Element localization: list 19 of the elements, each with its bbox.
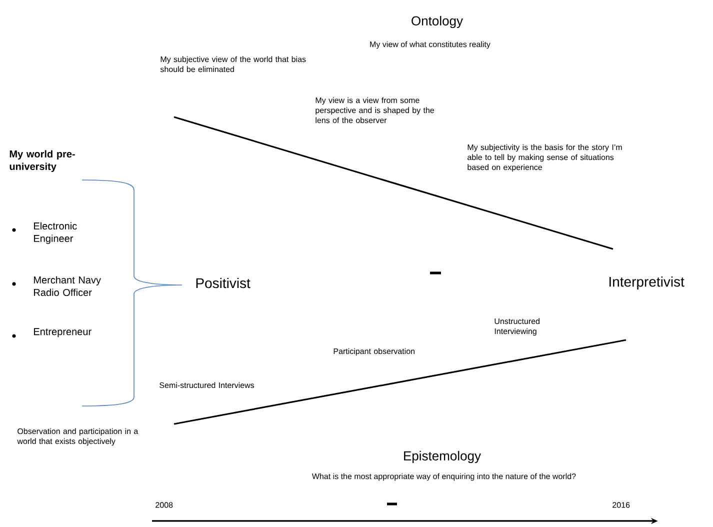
subheading: What is the most appropriate way of enquiring into the nature of the world? [312,473,576,481]
heading: Epistemology [404,450,481,464]
scale-end-label: Positivist [196,278,250,288]
scale-note: Unstructured Interviewing [494,318,540,336]
scale-note: My subjective view of the world that bias should be eliminated [160,56,306,72]
list-heading: My world pre-university [10,150,75,172]
scale-note: Semi-structured Interviews [160,382,254,388]
scale-end-label: Interpretivist [609,276,684,290]
scale-note: My view is a view from some perspective and is shaped by the lens of the observer [316,97,434,124]
scale-note: My subjectivity is the basis for the story I’m able to tell by making sense of situations based on experience [468,144,622,172]
heading: Ontology [412,16,463,28]
year-label: 2016 [612,502,630,508]
note: Observation and participation in a world that exists objectively [17,428,138,446]
list-item: Merchant Navy Radio Officer [34,276,101,296]
list-item: Entrepreneur [34,328,92,338]
year-label: 2008 [156,502,173,508]
subheading: My view of what constitutes reality [370,41,490,49]
scale-note: Participant observation [334,348,414,356]
list-item: Electronic Engineer [34,222,77,244]
